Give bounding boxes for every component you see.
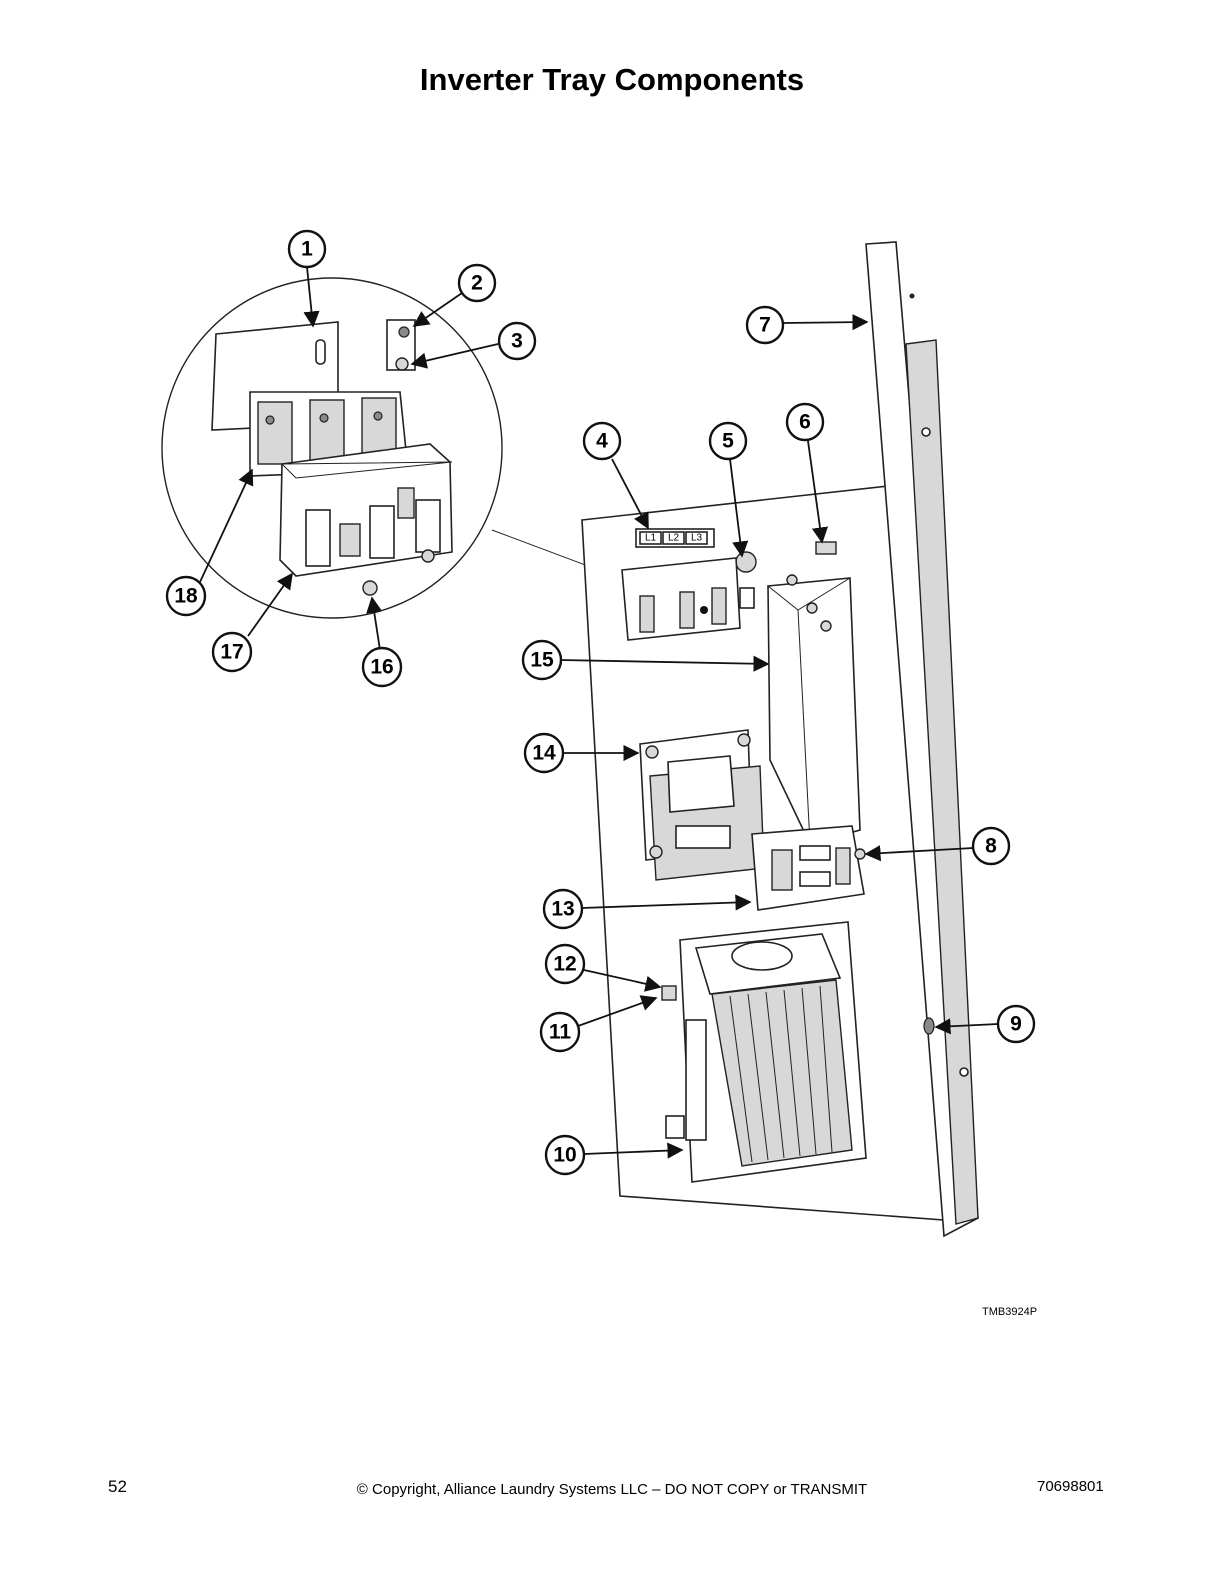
callout-6: 6 [785,402,825,442]
svg-text:18: 18 [174,585,198,608]
svg-text:13: 13 [551,898,574,921]
callout-5: 5 [708,421,748,461]
svg-text:8: 8 [985,835,997,858]
terminal-label-l3: L3 [691,533,703,544]
callout-16: 16 [361,646,403,688]
callout-4: 4 [582,421,622,461]
terminal-label-l2: L2 [668,533,680,544]
callout-9: 9 [996,1004,1036,1044]
svg-text:5: 5 [722,430,734,453]
callout-12: 12 [544,943,586,985]
callout-15: 15 [521,639,563,681]
drawing-code: TMB3924P [982,1306,1038,1318]
svg-text:17: 17 [220,641,243,664]
page-number: 52 [108,1477,127,1496]
svg-text:9: 9 [1010,1013,1022,1036]
terminal-label-l1: L1 [645,533,657,544]
svg-text:14: 14 [532,742,556,765]
callout-7: 7 [745,305,785,345]
callout-3: 3 [497,321,537,361]
svg-text:12: 12 [553,953,576,976]
callout-1: 1 [287,229,327,269]
svg-text:3: 3 [511,330,523,353]
svg-text:11: 11 [549,1021,572,1044]
document-number: 70698801 [1037,1478,1104,1495]
callout-14: 14 [523,732,565,774]
terminal-block-detail [161,277,503,619]
callout-2: 2 [457,263,497,303]
svg-text:10: 10 [553,1144,576,1167]
leader-lines [199,266,999,1159]
callout-10: 10 [544,1134,586,1176]
svg-text:6: 6 [799,411,811,434]
svg-text:1: 1 [301,238,313,261]
svg-text:15: 15 [530,649,554,672]
callout-18: 18 [165,575,207,617]
svg-text:2: 2 [471,272,483,295]
callout-17: 17 [211,631,253,673]
callout-13: 13 [542,888,584,930]
callout-8: 8 [971,826,1011,866]
callout-11: 11 [539,1011,581,1053]
svg-text:16: 16 [370,656,393,679]
svg-text:7: 7 [759,314,771,337]
copyright-notice: © Copyright, Alliance Laundry Systems LL… [356,1481,868,1498]
inverter-tray: L1 L2 L3 [581,241,979,1238]
svg-text:4: 4 [596,430,608,453]
page-title: Inverter Tray Components [419,62,805,97]
